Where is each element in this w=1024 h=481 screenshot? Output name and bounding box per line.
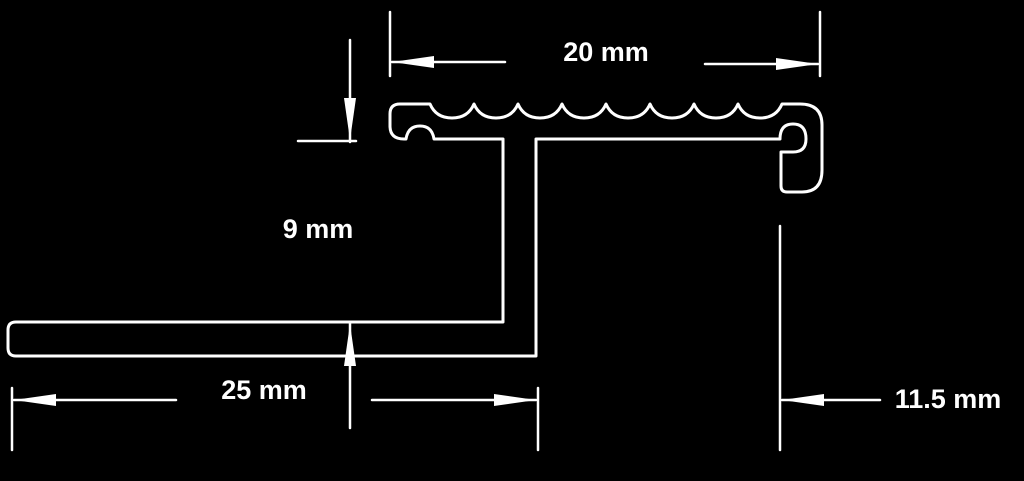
- bottom-length-label: 25 mm: [221, 375, 307, 405]
- profile-shape: [6, 102, 824, 358]
- bottom-left-arrowhead: [14, 394, 56, 406]
- top-width-dimension: 20 mm: [388, 10, 822, 78]
- bottom-right-arrowhead: [494, 394, 536, 406]
- height-top-arrowhead: [344, 98, 356, 140]
- profile-outline: [6, 102, 824, 358]
- top-left-arrowhead: [392, 56, 434, 68]
- bottom-length-dimension: 25 mm: [10, 375, 540, 452]
- right-offset-dimension: 11.5 mm: [778, 224, 1002, 452]
- top-right-arrowhead: [776, 58, 818, 70]
- height-label: 9 mm: [283, 214, 354, 244]
- height-dimension: 9 mm: [283, 38, 358, 430]
- right-offset-arrowhead: [782, 394, 824, 406]
- height-bottom-arrowhead: [344, 324, 356, 366]
- right-offset-label: 11.5 mm: [895, 384, 1002, 414]
- top-width-label: 20 mm: [563, 37, 649, 67]
